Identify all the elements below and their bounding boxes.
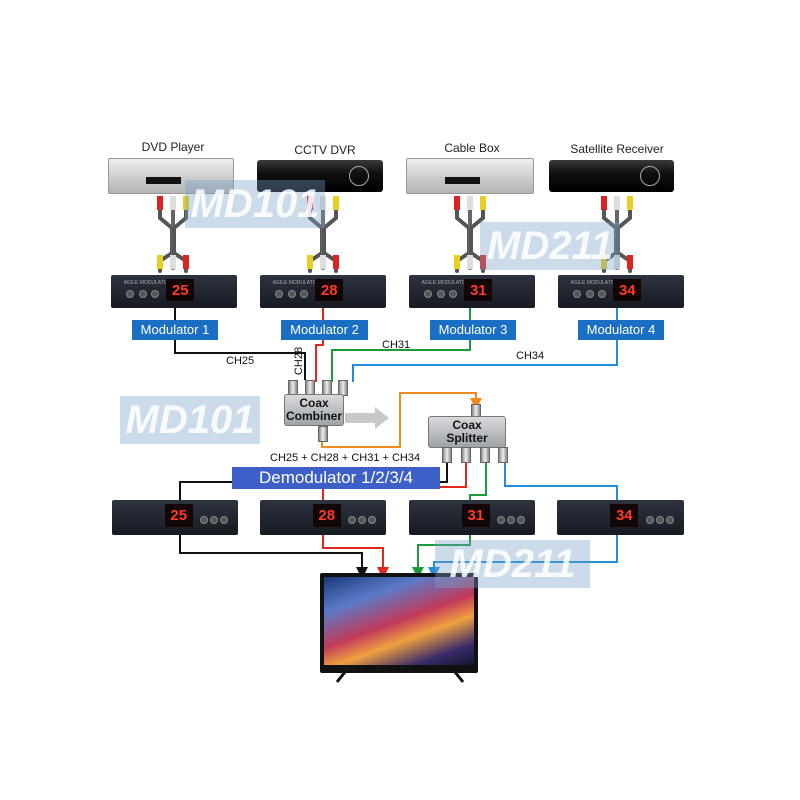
device-label-cable: Cable Box [444,141,500,155]
splitter-label-2: Splitter [446,431,488,445]
combiner-label-2: Combiner [285,409,342,423]
flow-arrow [345,407,389,429]
watermark-md211-bottom: MD211 [435,540,590,588]
wire-tv-4 [428,535,618,579]
demodulator-unit-1: 25 [112,500,238,535]
rca-cable-2 [307,196,339,273]
demodulator-unit-3: 31 [409,500,535,535]
watermark-md211-top: MD211 [480,222,620,270]
cctv-dvr-device [257,160,383,192]
modulator-label-3: Modulator 3 [430,320,516,340]
satellite-receiver-device [549,160,674,192]
channel-display: 34 [610,504,639,528]
channel-display: 28 [312,504,341,528]
cable-box-device [406,158,534,194]
channel-display: 34 [613,278,642,301]
device-label-dvd: DVD Player [141,140,205,154]
watermark-md101-top: MD101 [185,180,325,228]
watermark-md101-mid: MD101 [120,396,260,444]
combined-channels-label: CH25 + CH28 + CH31 + CH34 [270,452,421,464]
combiner-label-1: Coax [299,396,329,410]
ch31-label: CH31 [382,339,411,351]
wire-tv-3 [412,535,471,579]
channel-display: 25 [166,278,195,301]
modulator-label-1: Modulator 1 [132,320,218,340]
modulator-label-2: Modulator 2 [281,320,368,340]
rca-cable-1 [157,196,189,273]
panel-title: AGILE MODULATOR [272,279,321,286]
ch25-label: CH25 [226,355,255,367]
device-label-cctv: CCTV DVR [294,143,356,157]
demodulator-unit-2: 28 [260,500,386,535]
coax-combiner: Coax Combiner [278,380,348,445]
dvd-player-device [108,158,234,194]
channel-display: 25 [164,504,193,528]
modulator-label-4: Modulator 4 [578,320,664,340]
splitter-label-1: Coax [452,418,482,432]
rca-cable-4 [601,196,633,273]
panel-title: AGILE MODULATOR [123,279,172,286]
panel-title: AGILE MODULATOR [421,279,470,286]
channel-display: 31 [464,278,493,301]
panel-title: AGILE MODULATOR [570,279,619,286]
wire-combined [321,392,482,448]
channel-display: 28 [315,278,344,301]
channel-display: 31 [461,504,490,528]
wire-tv-1 [179,535,368,579]
television [320,573,478,673]
device-label-satellite: Satellite Receiver [570,142,664,156]
coax-splitter: Coax Splitter [428,404,508,463]
rca-cable-3 [454,196,486,273]
ch34-label: CH34 [516,350,545,362]
tv-screen [324,577,474,665]
demodulator-unit-4: 34 [557,500,684,535]
wire-tv-2 [322,535,389,579]
demodulator-label: Demodulator 1/2/3/4 [232,467,440,489]
wire-split-4 [504,460,618,500]
wire-split-3 [469,460,487,500]
